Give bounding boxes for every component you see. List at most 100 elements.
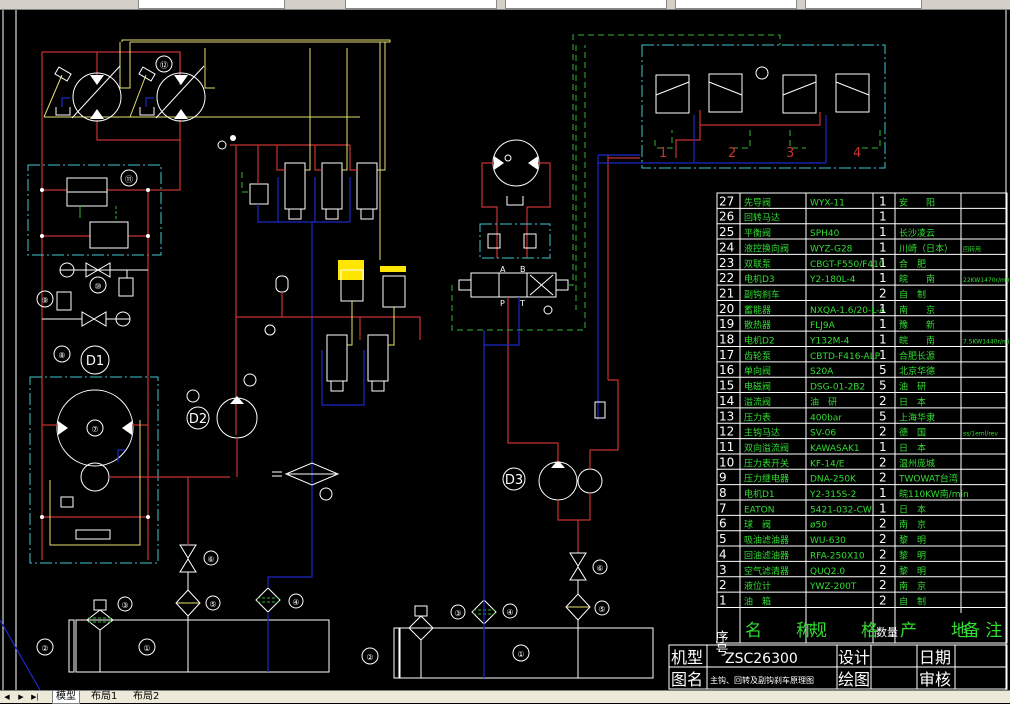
bom-cell-qty: 1 (879, 440, 887, 454)
bom-cell-origin: 皖 南 (899, 335, 935, 347)
bom-cell-no: 26 (719, 210, 734, 224)
bom-cell-no: 19 (719, 317, 734, 331)
bom-cell-spec: S20A (810, 367, 834, 377)
bom-cell-origin: 德 国 (899, 427, 926, 439)
port-a: A (500, 265, 506, 274)
bom-cell-spec: KF-14/E (810, 459, 845, 469)
layout-tab-bar: ◀ ▶ ▶| 模型 布局1 布局2 (0, 690, 1010, 703)
pump-d2: D2 (187, 374, 257, 477)
bom-cell-qty: 1 (879, 348, 887, 362)
callout-8: ⑧ (58, 351, 65, 360)
brake-number-2: 2 (728, 146, 736, 161)
bom-cell-name: 油 箱 (744, 595, 771, 607)
bom-cell-no: 1 (719, 593, 727, 607)
callout-7: ⑦ (91, 425, 98, 434)
bom-cell-origin: 黎 明 (899, 565, 926, 577)
bom-cell-spec: FLJ9A (810, 321, 836, 331)
bom-cell-no: 2 (719, 578, 727, 592)
bom-cell-name: 散热器 (744, 319, 771, 331)
double-pump-d3: D3 ⑥ (503, 380, 618, 580)
bom-cell-spec: SPH40 (810, 229, 840, 239)
bom-cell-origin: 长沙凌云 (899, 227, 935, 239)
bom-cell-origin: 温州庞城 (899, 457, 935, 469)
bom-cell-origin: 油 研 (899, 381, 926, 393)
bom-cell-no: 18 (719, 333, 734, 347)
bom-cell-origin: 南 京 (899, 304, 935, 316)
callout-3: ③ (121, 601, 128, 610)
bom-cell-note: 回转用 (963, 245, 981, 253)
nav-next-button[interactable]: ▶ (16, 692, 26, 702)
bom-cell-spec: CBGT-F550/F410 (810, 260, 885, 270)
bom-cell-spec: CBTD-F416-ALP (810, 352, 881, 362)
bom-cell-no: 7 (719, 501, 727, 515)
bom-cell-qty: 5 (879, 409, 887, 423)
nav-prev-button[interactable]: ◀ (2, 692, 12, 702)
bom-cell-spec: Y2-180L-4 (809, 275, 856, 285)
bom-cell-qty: 2 (879, 471, 887, 485)
bom-cell-no: 4 (719, 547, 727, 561)
brake-number-4: 4 (853, 146, 861, 161)
bom-header-spec: 规 格 (810, 621, 878, 641)
plotstyle-dropdown[interactable] (805, 0, 922, 9)
linetype-dropdown[interactable] (505, 0, 667, 9)
bom-cell-name: 双联泵 (744, 259, 771, 270)
color-dropdown[interactable] (345, 0, 497, 9)
draw-label: 绘图 (838, 670, 870, 689)
main-hoist-motors: ⑫ (42, 40, 390, 560)
bom-cell-qty: 2 (879, 286, 887, 300)
bom-cell-name: 电机D2 (744, 335, 775, 347)
tab-model[interactable]: 模型 (52, 691, 80, 704)
bom-cell-name: 压力继电器 (744, 473, 789, 485)
callout-11: ⑪ (125, 175, 133, 184)
drawing-canvas[interactable]: .w{stroke:#fff;fill:none;stroke-width:1}… (0, 10, 1010, 690)
toolbar (0, 0, 1010, 10)
bom-cell-qty: 2 (879, 532, 887, 546)
main-pump-block-7: ⑦ (30, 377, 230, 563)
nav-last-button[interactable]: ▶| (30, 692, 40, 702)
bom-cell-qty: 1 (879, 194, 887, 208)
model-label: 机型 (671, 648, 703, 667)
callout-6-right: ⑥ (596, 564, 603, 573)
bom-cell-qty: 2 (879, 517, 887, 531)
bom-cell-qty: 1 (879, 271, 887, 285)
cooler-19 (272, 463, 338, 500)
bom-cell-qty: 1 (879, 302, 887, 316)
bom-cell-note: 7.5KW1440r/min (963, 339, 1010, 346)
bom-cell-qty: 2 (879, 593, 887, 607)
bom-cell-spec: DSG-01-2B2 (810, 383, 865, 393)
bom-cell-qty: 2 (879, 578, 887, 592)
bom-cell-no: 23 (719, 256, 734, 270)
oil-tank-left: ③ ① ② ⑤ ⑥ ④ (37, 410, 329, 672)
bom-cell-no: 17 (719, 348, 734, 362)
accumulator-brake-section (236, 260, 420, 405)
bom-cell-origin: 日 本 (899, 503, 926, 515)
bom-cell-qty: 1 (879, 240, 887, 254)
bom-header-note: 备 注 (963, 621, 1002, 641)
bom-cell-name: 液控换向阀 (744, 242, 789, 254)
bom-cell-qty: 5 (879, 379, 887, 393)
bom-cell-origin: 皖110KW南/min (899, 488, 969, 500)
layer-dropdown[interactable] (138, 0, 285, 9)
bom-cell-no: 13 (719, 409, 734, 423)
callout-9: ⑨ (41, 296, 48, 305)
bom-cell-no: 20 (719, 302, 734, 316)
tab-layout2[interactable]: 布局2 (130, 691, 162, 703)
bom-cell-origin: 黎 明 (899, 534, 926, 546)
tab-layout1[interactable]: 布局1 (88, 691, 120, 703)
brake-number-1: 1 (659, 146, 667, 161)
bom-cell-spec: Y132M-4 (809, 337, 850, 347)
bom-cell-name: 电机D3 (744, 273, 775, 285)
callout-5: ⑤ (209, 600, 216, 609)
bom-cell-no: 27 (719, 194, 734, 208)
bom-cell-qty: 1 (879, 210, 887, 224)
lineweight-dropdown[interactable] (675, 0, 797, 9)
bom-cell-qty: 5 (879, 363, 887, 377)
brake-number-3: 3 (786, 146, 794, 161)
model-value: ZSC26300 (725, 651, 798, 667)
bom-cell-name: 双向溢流阀 (744, 442, 789, 454)
bom-cell-origin: 上海华隶 (899, 411, 935, 423)
bom-cell-name: 回油滤油器 (744, 549, 789, 561)
callout-1: ① (143, 644, 150, 653)
bom-cell-origin: TWOWAT台湾 (898, 473, 958, 485)
